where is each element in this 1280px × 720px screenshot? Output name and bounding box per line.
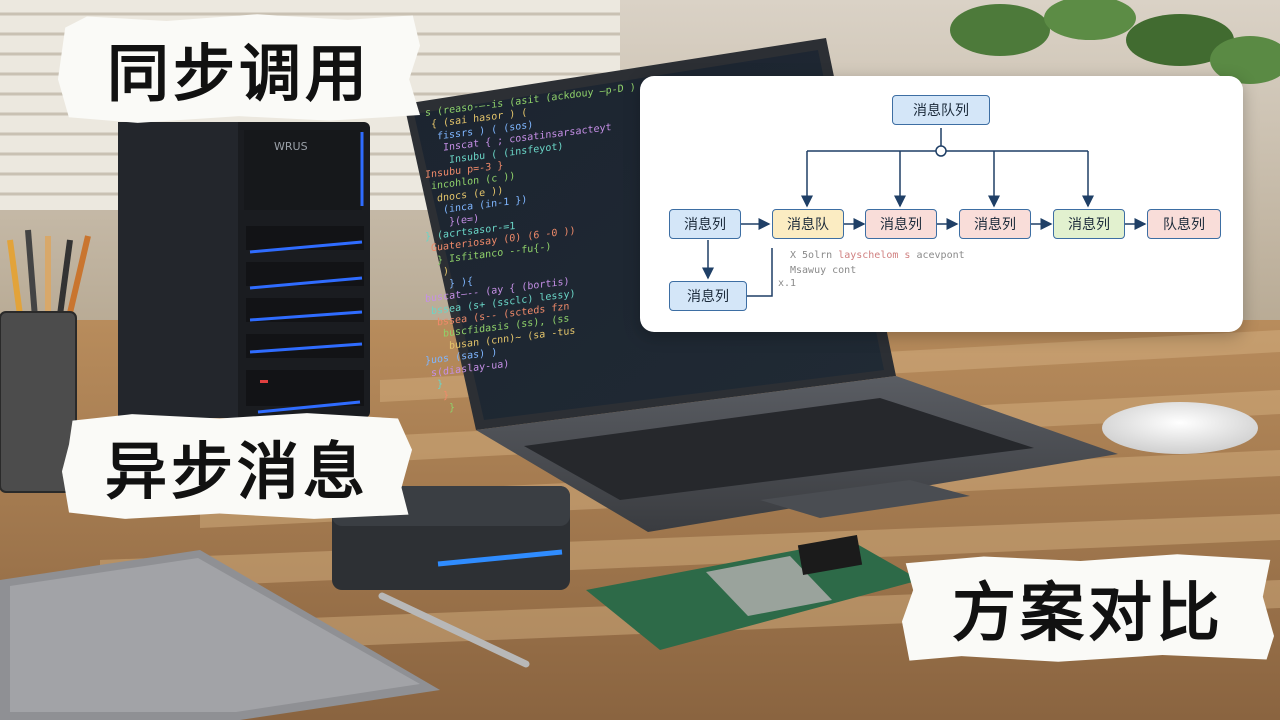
label-sync-call: 同步调用 — [58, 14, 420, 123]
circuit-board — [586, 535, 920, 650]
notebook — [0, 550, 440, 720]
bus-junction — [935, 145, 947, 157]
plant — [950, 0, 1280, 84]
node-row-2: 消息队 — [772, 209, 844, 239]
label-solution-compare: 方案对比 — [902, 554, 1274, 662]
label-async-message: 异步消息 — [62, 413, 412, 519]
server-badge: WRUS — [274, 140, 308, 153]
mouse — [1102, 402, 1258, 454]
node-row-5: 消息列 — [1053, 209, 1125, 239]
node-row-1: 消息列 — [669, 209, 741, 239]
diagram-connectors — [702, 128, 1147, 297]
faint-annotation-2: Msawuy cont — [790, 265, 857, 276]
node-row-4: 消息列 — [959, 209, 1031, 239]
pencil-cup — [0, 229, 91, 493]
node-bottom: 消息列 — [669, 281, 747, 311]
message-queue-diagram: 消息队列 消息列 消息队 消息列 消息列 消息列 队息列 消息列 X 5olrn… — [640, 76, 1243, 332]
node-top: 消息队列 — [892, 95, 990, 125]
faint-annotation-1: X 5olrn layschelom s acevpont — [790, 250, 965, 261]
node-row-6: 队息列 — [1147, 209, 1221, 239]
server-tower: WRUS — [118, 122, 370, 418]
node-row-3: 消息列 — [865, 209, 937, 239]
faint-annotation-3: x.1 — [778, 278, 797, 289]
pen — [378, 592, 530, 668]
